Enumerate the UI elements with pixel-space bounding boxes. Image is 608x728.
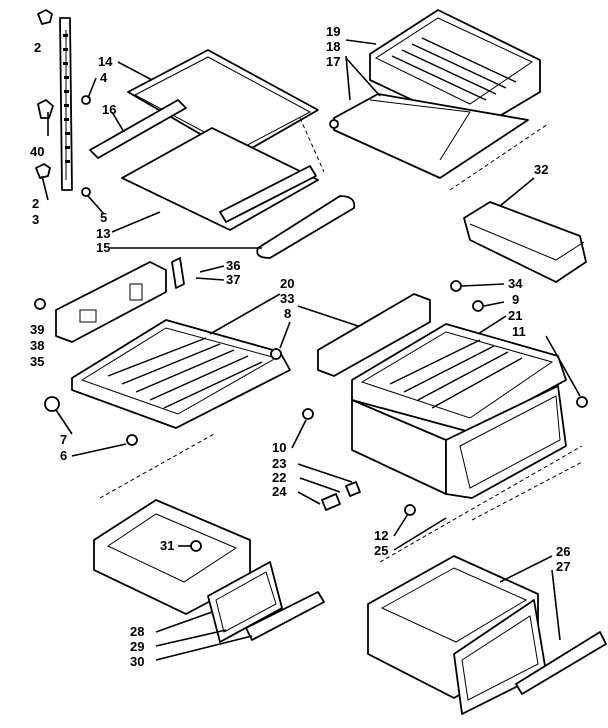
callout-37: 37 — [226, 272, 240, 287]
callout-23: 23 — [272, 456, 286, 471]
callout-18: 18 — [326, 39, 340, 54]
callout-30: 30 — [130, 654, 144, 669]
callout-33: 33 — [280, 291, 294, 306]
lower-crisper-left — [93, 499, 325, 643]
callout-6: 6 — [60, 448, 67, 463]
callout-31: 31 — [160, 538, 174, 553]
callout-32: 32 — [534, 162, 548, 177]
callout-8: 8 — [284, 306, 291, 321]
callout-3: 3 — [32, 212, 39, 227]
callout-5: 5 — [100, 210, 107, 225]
callout-34: 34 — [508, 276, 523, 291]
callout-16: 16 — [102, 102, 116, 117]
callout-29: 29 — [130, 639, 144, 654]
leader-lines — [41, 39, 581, 661]
callout-13: 13 — [96, 226, 110, 241]
callout-22: 22 — [272, 470, 286, 485]
callout-26: 26 — [556, 544, 570, 559]
callout-4: 4 — [100, 70, 108, 85]
callout-24: 24 — [272, 484, 287, 499]
callout-17: 17 — [326, 54, 340, 69]
callout-21: 21 — [508, 308, 522, 323]
wire-shelf — [34, 257, 291, 446]
lower-crisper-right — [367, 555, 607, 715]
assembly-lines — [99, 117, 583, 563]
callout-2b: 2 — [32, 196, 39, 211]
callout-7: 7 — [60, 432, 67, 447]
callout-35: 35 — [30, 354, 44, 369]
callout-40: 40 — [30, 144, 44, 159]
callout-39: 39 — [30, 322, 44, 337]
small-bin — [463, 201, 587, 283]
callout-15: 15 — [96, 240, 110, 255]
crisper-drawer — [302, 280, 588, 516]
callout-14: 14 — [98, 54, 113, 69]
callout-2: 2 — [34, 40, 41, 55]
callout-19: 19 — [326, 24, 340, 39]
callout-9: 9 — [512, 292, 519, 307]
callout-10: 10 — [272, 440, 286, 455]
callout-20: 20 — [280, 276, 294, 291]
callout-25: 25 — [374, 543, 388, 558]
callout-38: 38 — [30, 338, 44, 353]
glass-shelf — [89, 49, 356, 259]
deli-drawer — [329, 9, 541, 179]
callout-28: 28 — [130, 624, 144, 639]
callout-12: 12 — [374, 528, 388, 543]
callout-11: 11 — [512, 324, 526, 339]
callout-27: 27 — [556, 559, 570, 574]
shelf-ladder-rail — [35, 9, 91, 197]
callout-labels: 2 14 4 16 40 2 3 5 13 15 19 18 17 32 36 … — [30, 24, 570, 669]
callout-36: 36 — [226, 258, 240, 273]
